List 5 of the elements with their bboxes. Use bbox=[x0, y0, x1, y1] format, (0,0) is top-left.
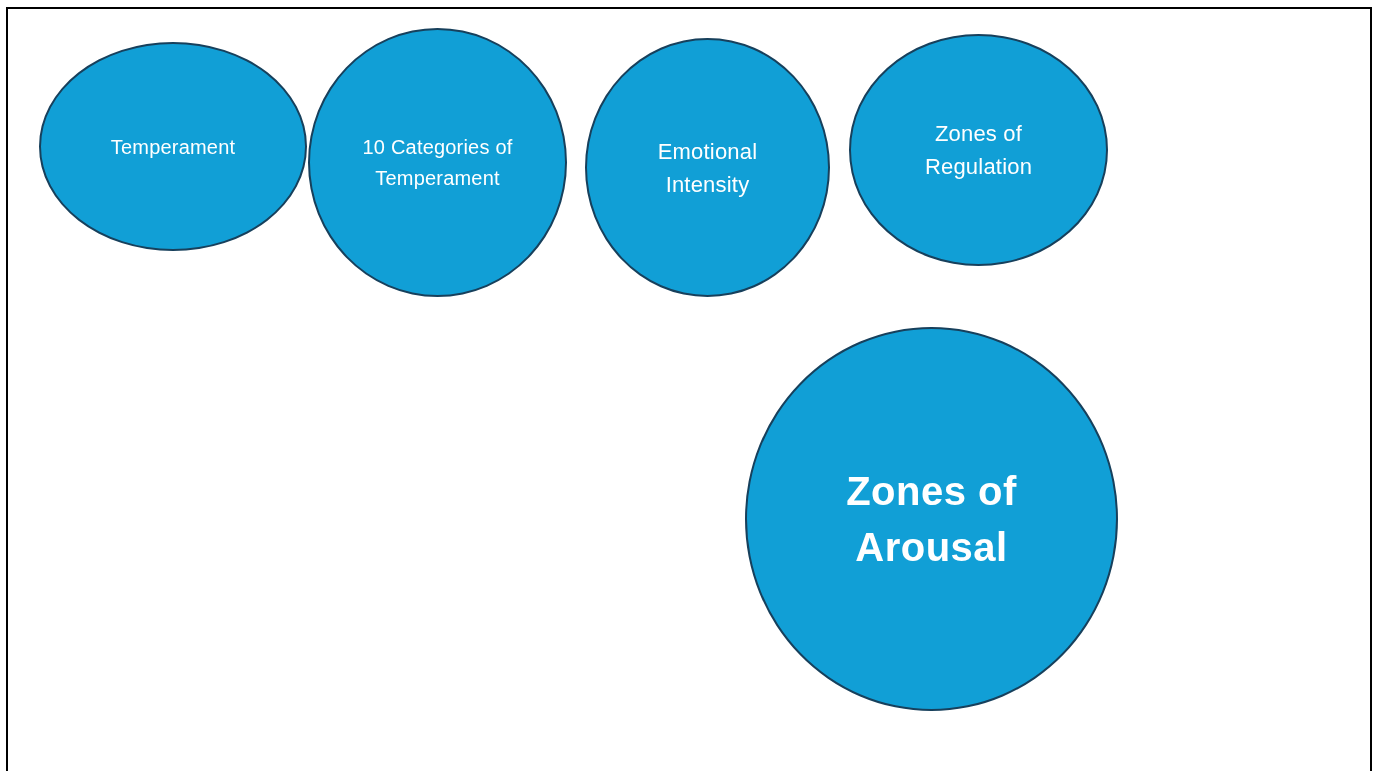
ellipse-label: Temperament bbox=[110, 134, 236, 160]
ellipse-label: 10 Categories of Temperament bbox=[361, 134, 514, 191]
ellipse-label: Zones of Arousal bbox=[845, 468, 1018, 571]
ellipse-label: Emotional Intensity bbox=[656, 137, 759, 199]
ellipse-label: Zones of Regulation bbox=[923, 120, 1034, 181]
